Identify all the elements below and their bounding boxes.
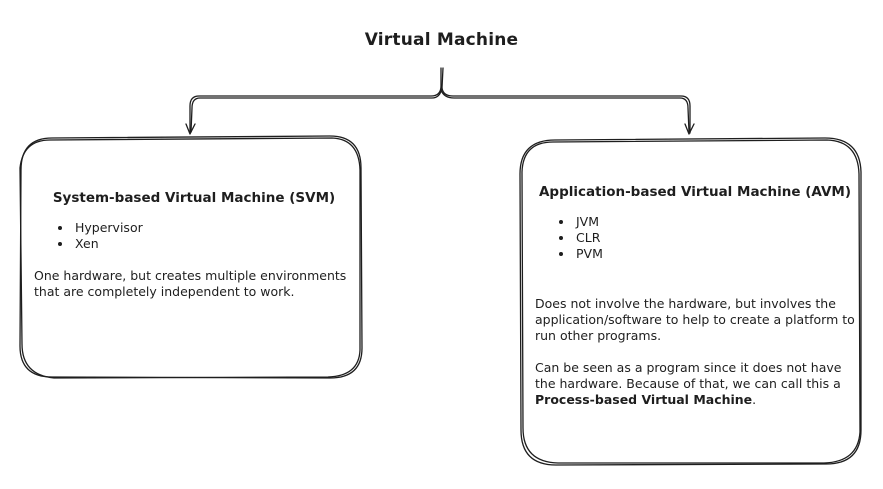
svm-description: One hardware, but creates multiple envir… xyxy=(34,268,347,299)
svm-content: System-based Virtual Machine (SVM) Hyper… xyxy=(34,190,354,316)
avm-box xyxy=(519,137,862,466)
list-item: PVM xyxy=(574,246,855,262)
avm-note-bold: Process-based Virtual Machine xyxy=(535,392,753,407)
list-item: Xen xyxy=(73,236,354,252)
list-item: Hypervisor xyxy=(73,220,354,236)
bracket-connector xyxy=(185,67,695,135)
avm-note: Can be seen as a program since it does n… xyxy=(535,360,855,408)
list-item: CLR xyxy=(574,230,855,246)
avm-heading: Application-based Virtual Machine (AVM) xyxy=(538,184,852,200)
avm-note-suffix: . xyxy=(752,392,757,407)
avm-note-prefix: Can be seen as a program since it does n… xyxy=(535,360,842,391)
avm-examples-list: JVM CLR PVM xyxy=(535,214,855,262)
avm-description: Does not involve the hardware, but invol… xyxy=(535,296,855,343)
svm-heading: System-based Virtual Machine (SVM) xyxy=(52,190,336,206)
diagram-title: Virtual Machine xyxy=(364,30,519,50)
list-item: JVM xyxy=(574,214,855,230)
svm-box xyxy=(19,135,363,379)
svm-examples-list: Hypervisor Xen xyxy=(34,220,354,252)
avm-content: Application-based Virtual Machine (AVM) … xyxy=(535,184,855,424)
